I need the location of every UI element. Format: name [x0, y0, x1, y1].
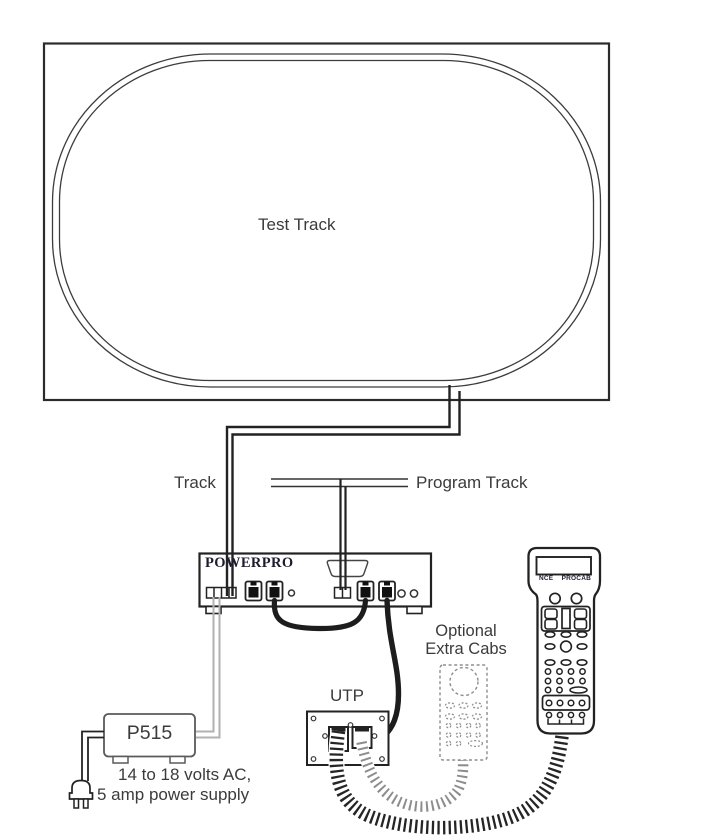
- cab-bus-jack: [265, 580, 284, 602]
- power-supply-spec-line2: 5 amp power supply: [97, 785, 250, 804]
- powerpro-brand-label: POWERPRO: [205, 555, 294, 571]
- cab-bus-jack: [244, 580, 263, 602]
- powerpro-foot-right: [406, 605, 423, 615]
- program-track-wires: [339, 479, 347, 590]
- cab-bus-jack: [378, 580, 396, 602]
- power-supply-wires: [196, 597, 221, 739]
- layout-board: [42, 42, 611, 402]
- optional-extra-cabs-label: Optional Extra Cabs: [407, 622, 525, 658]
- coiled-cable-optional: [355, 740, 470, 813]
- p515-model-label: P515: [126, 722, 173, 744]
- track-terminal-strip: [205, 586, 237, 599]
- procab-display: [535, 556, 592, 576]
- jumper-cable: [271, 597, 369, 632]
- ac-plug-icon: [68, 779, 94, 809]
- optional-label-line1: Optional: [435, 622, 497, 640]
- power-supply-p515: [68, 713, 196, 809]
- powerpro-command-station: [198, 552, 433, 615]
- utp-cable: [382, 597, 402, 738]
- test-track-label: Test Track: [258, 215, 336, 234]
- p515-foot-right: [169, 755, 186, 764]
- test-track-oval: [51, 53, 602, 388]
- cab-bus-jack: [356, 580, 375, 602]
- utp-label: UTP: [330, 686, 364, 705]
- ac-cord: [81, 730, 104, 781]
- panel-indicator-circles: [287, 589, 419, 598]
- procab-brand-label: NCE PROCAB: [539, 575, 591, 582]
- dsub-connector-icon: [326, 559, 369, 578]
- program-terminal-strip: [333, 586, 352, 599]
- procab-label: PROCAB: [561, 575, 591, 582]
- p515-box: [103, 713, 196, 758]
- power-supply-spec-line1: 14 to 18 volts AC,: [118, 765, 252, 784]
- utp-panel: [306, 710, 390, 766]
- coiled-cable-procab: [328, 729, 570, 835]
- p515-foot-left: [112, 755, 129, 764]
- nce-label: NCE: [539, 575, 554, 582]
- optional-cab-outline: [439, 664, 488, 761]
- track-feeder-wires: [225, 385, 461, 596]
- program-track-label: Program Track: [416, 473, 528, 492]
- track-label: Track: [174, 473, 216, 492]
- optional-label-line2: Extra Cabs: [425, 640, 507, 659]
- procab-handheld: [527, 546, 602, 735]
- procab-buttons: [540, 605, 591, 725]
- procab-knobs: [548, 592, 583, 605]
